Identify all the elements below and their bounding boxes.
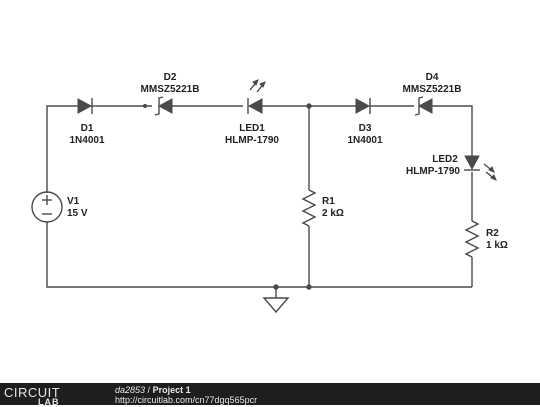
- r2-name: R2: [486, 228, 499, 239]
- junction-dot: [306, 284, 312, 290]
- circuitlab-logo[interactable]: CIRCUIT LAB: [4, 385, 94, 407]
- junction-dot: [142, 103, 148, 109]
- led-led2[interactable]: [464, 155, 497, 181]
- footer-bar: CIRCUIT LAB da2853 / Project 1 http://ci…: [0, 383, 540, 407]
- diode-d1[interactable]: [77, 98, 97, 114]
- project-name[interactable]: Project 1: [152, 385, 191, 395]
- junction-dot: [273, 284, 279, 290]
- junction-dot: [306, 103, 312, 109]
- logo-lab-text: LAB: [38, 397, 60, 407]
- voltage-source-v1[interactable]: [31, 191, 63, 223]
- username-link[interactable]: da2853: [115, 385, 146, 395]
- path-separator: /: [145, 385, 153, 395]
- led2-part: HLMP-1790: [406, 166, 460, 177]
- ground-symbol: [262, 297, 290, 314]
- circuit-schematic: D1 1N4001 D2 MMSZ5221B LED1 HLMP-1790 D3…: [31, 72, 508, 314]
- resistor-r1[interactable]: [301, 189, 317, 227]
- resistor-r2[interactable]: [464, 220, 480, 258]
- r1-value: 2 kΩ: [322, 208, 344, 219]
- d2-name: D2: [164, 72, 177, 83]
- r2-value: 1 kΩ: [486, 240, 508, 251]
- d1-part: 1N4001: [69, 135, 104, 146]
- d4-part: MMSZ5221B: [403, 84, 462, 95]
- led-led1[interactable]: [247, 79, 266, 114]
- logo-circuit-text: CIRCUIT: [4, 385, 61, 400]
- footer-info: da2853 / Project 1 http://circuitlab.com…: [115, 385, 257, 405]
- v1-name: V1: [67, 196, 80, 207]
- v1-value: 15 V: [67, 208, 88, 219]
- led1-name: LED1: [239, 123, 265, 134]
- d2-part: MMSZ5221B: [141, 84, 200, 95]
- project-url[interactable]: http://circuitlab.com/cn77dgq565pcr: [115, 395, 258, 405]
- led1-part: HLMP-1790: [225, 135, 279, 146]
- d4-name: D4: [426, 72, 439, 83]
- d3-part: 1N4001: [347, 135, 382, 146]
- zener-d4[interactable]: [414, 96, 433, 116]
- diode-d3[interactable]: [355, 98, 374, 114]
- d1-name: D1: [81, 123, 94, 134]
- led2-name: LED2: [432, 154, 458, 165]
- d3-name: D3: [359, 123, 372, 134]
- r1-name: R1: [322, 196, 335, 207]
- zener-d2[interactable]: [154, 96, 173, 116]
